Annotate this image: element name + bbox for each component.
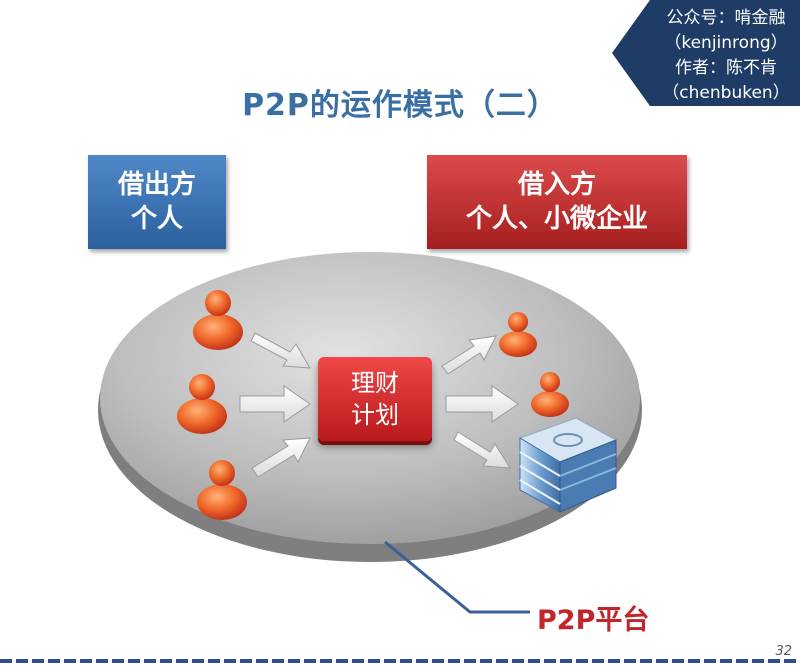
- wealth-plan-line-1: 理财: [351, 369, 399, 397]
- arrow-borrower-3: [453, 431, 511, 469]
- borrower-label: 借入方: [517, 170, 596, 200]
- arrow-lender-1: [250, 332, 311, 369]
- lender-type: 个人: [130, 204, 183, 234]
- arrow-borrower-1: [441, 335, 497, 375]
- badge-line-4: （chenbuken）: [662, 83, 790, 103]
- badge-shape: [612, 0, 800, 106]
- lender-person-icon-2: [177, 374, 227, 434]
- page-title: P2P的运作模式（二）: [242, 88, 558, 123]
- lender-label: 借出方: [117, 170, 196, 200]
- badge-line-1: 公众号：啃金融: [666, 8, 786, 28]
- badge-line-2: （kenjinrong）: [664, 33, 788, 53]
- arrow-lender-2: [239, 385, 311, 423]
- wealth-plan-line-2: 计划: [351, 401, 399, 429]
- borrower-person-icon-2: [531, 372, 569, 417]
- borrower-type: 个人、小微企业: [465, 204, 648, 234]
- author-badge: 公众号：啃金融 （kenjinrong） 作者：陈不肯 （chenbuken）: [612, 0, 800, 106]
- borrower-box: 借入方 个人、小微企业: [427, 155, 687, 249]
- bottom-divider: [0, 659, 800, 663]
- platform-label: P2P平台: [537, 605, 650, 636]
- enterprise-building-icon: [518, 417, 618, 513]
- badge-line-3: 作者：陈不肯: [675, 58, 777, 78]
- wealth-plan-box: 理财 计划: [318, 357, 432, 441]
- arrow-borrower-2: [445, 385, 519, 423]
- lender-box: 借出方 个人: [88, 155, 226, 249]
- platform-connector-line: [384, 540, 530, 614]
- page-number: 32: [775, 644, 792, 659]
- lender-person-icon-3: [197, 460, 247, 520]
- lender-person-icon-1: [193, 290, 243, 350]
- arrow-lender-3: [251, 437, 311, 478]
- borrower-person-icon-1: [499, 312, 537, 357]
